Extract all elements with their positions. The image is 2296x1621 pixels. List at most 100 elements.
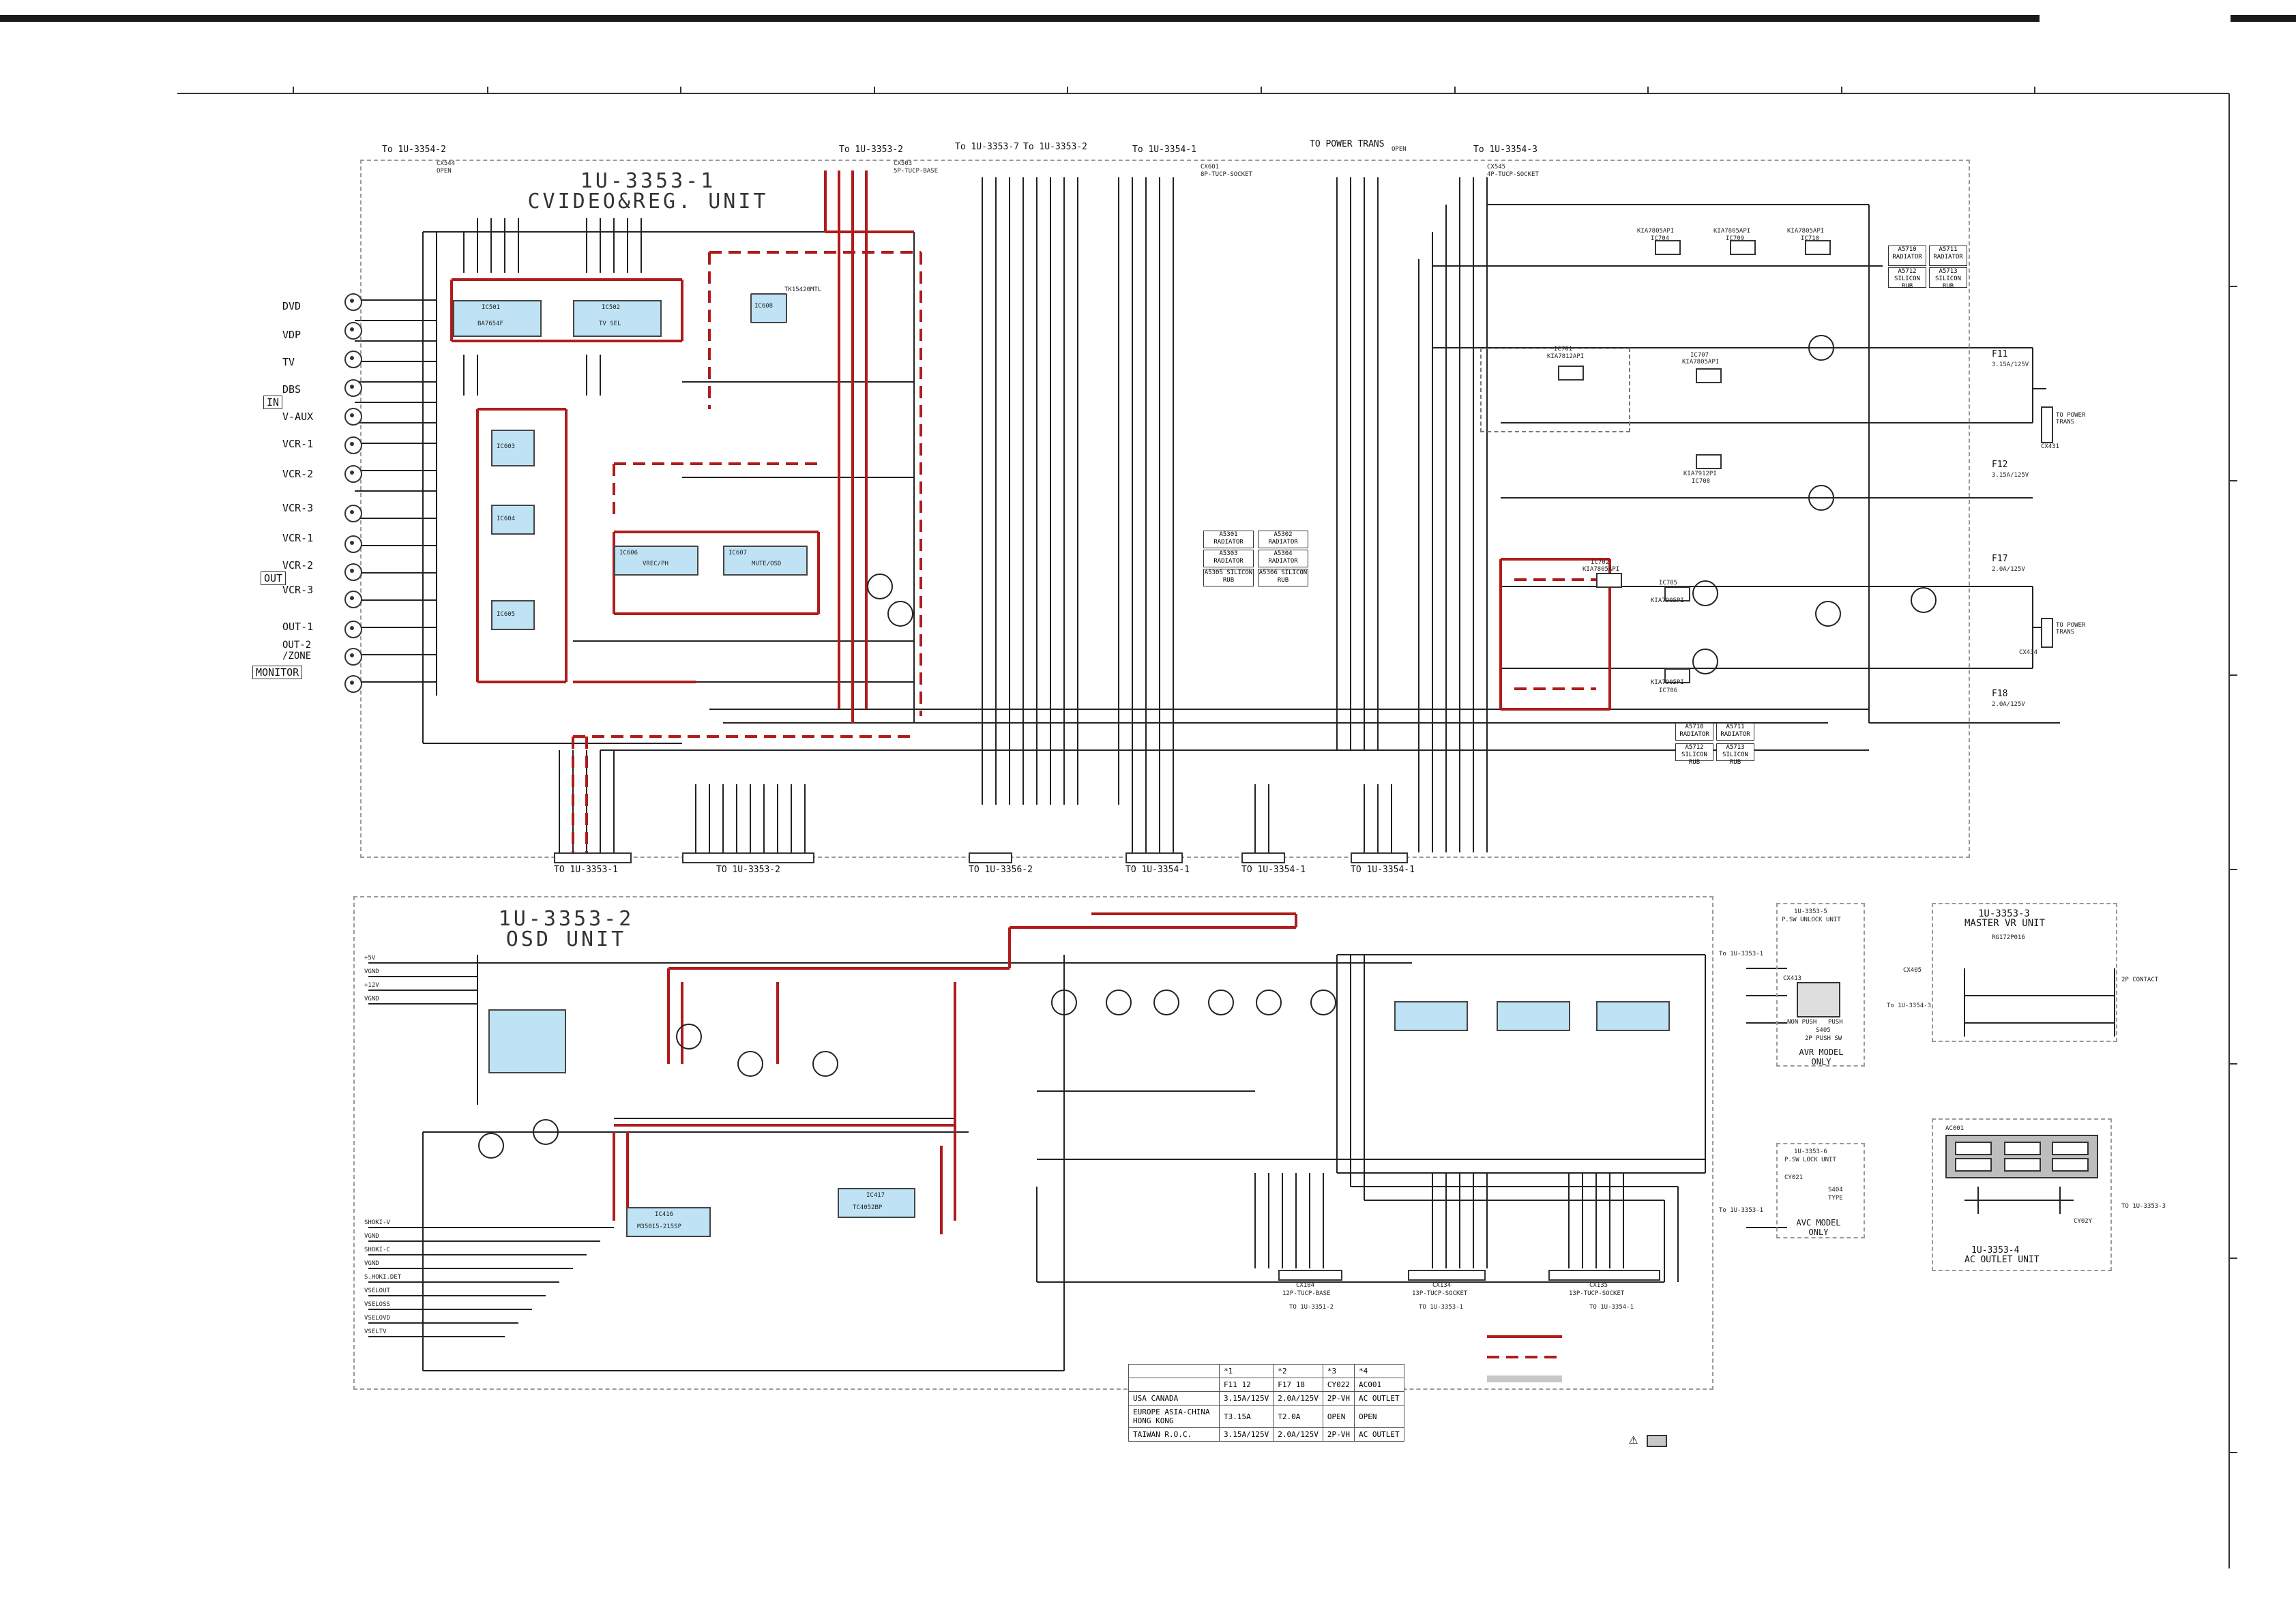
rca-jack-tv: [344, 351, 362, 368]
ic607-ref: IC607: [728, 550, 748, 556]
osd-left-label-10: VSELOUT: [364, 1288, 390, 1294]
regulator-ic706-part: KIA7905PI: [1651, 679, 1684, 686]
radiator-a5301: A5301 RADIATOR: [1203, 531, 1254, 548]
fuse-f17-rating: 2.0A/125V: [1992, 566, 2025, 573]
osd-unit-name: OSD UNIT: [505, 927, 627, 951]
fuse-f11-ref: F11: [1992, 349, 2008, 359]
osd-ic417-ref: IC417: [866, 1192, 885, 1199]
bottom-connector-cx542-target: TO 1U-3354-1: [1241, 865, 1306, 875]
regulator-ic710-part: KIA7805API: [1787, 228, 1825, 235]
ic502-part: TV SEL: [599, 321, 621, 327]
output-label-out: OUT: [261, 571, 286, 585]
spec-cell: 3.15A/125V: [1218, 1427, 1274, 1442]
osd-connector-cx135-name: CX135: [1589, 1282, 1608, 1289]
regulator-ic705-ref: IC705: [1659, 580, 1678, 586]
master-vr-unit-name: MASTER VR UNIT: [1964, 918, 2046, 929]
radiator-a5710-lower: A5710 RADIATOR: [1675, 723, 1713, 741]
bottom-connector-cx542: [1241, 852, 1285, 863]
spec-subheader-1: F11 12: [1218, 1378, 1274, 1392]
osd-ic-main-left: [488, 1009, 566, 1073]
osd-ic417: IC417 TC4052BP: [838, 1188, 915, 1218]
ic501-part: BA7654F: [477, 321, 503, 327]
regulator-ic709: [1730, 240, 1756, 255]
osd-connector-cx104-name: CX104: [1296, 1282, 1315, 1289]
pw-lock-unit-code: 1U-3353-6: [1794, 1148, 1827, 1155]
spec-cell: T3.15A: [1218, 1405, 1274, 1428]
rca-jack-vcr3-out: [344, 591, 362, 608]
top-border-bar-right: [2231, 15, 2296, 22]
ic604-ref: IC604: [497, 516, 516, 522]
fuse-f11-rating: 3.15A/125V: [1992, 361, 2029, 368]
pw-lock-target: To 1U-3353-1: [1719, 1207, 1764, 1214]
spec-header-3: *3: [1322, 1364, 1355, 1378]
top-connector-3-target: To 1U-3353-7: [955, 142, 1019, 152]
spec-cell: AC OUTLET: [1353, 1391, 1404, 1406]
radiator-a5711-lower: A5711 RADIATOR: [1716, 723, 1754, 741]
spec-header-1: *1: [1218, 1364, 1274, 1378]
osd-left-label-1: +5V: [364, 955, 376, 962]
spec-cell: 2P-VH: [1322, 1391, 1355, 1406]
radiator-a5713-lower: A5713 SILICON RUB: [1716, 743, 1754, 766]
spec-header-4: *4: [1353, 1364, 1404, 1378]
spec-cell: 2.0A/125V: [1273, 1427, 1323, 1442]
bottom-connector-cx504-target: TO 1U-3353-2: [716, 865, 780, 875]
input-label-vcr3-in: VCR-3: [282, 502, 314, 514]
spec-cell: USA CANADA: [1128, 1391, 1220, 1406]
rca-jack-out2: [344, 648, 362, 666]
top-connector-7-target: To 1U-3354-3: [1473, 145, 1537, 155]
output-label-monitor: MONITOR: [252, 666, 303, 679]
osd-connector-cx134-name: CX134: [1432, 1282, 1452, 1289]
osd-ic416: IC416 M35015-215SP: [626, 1207, 711, 1237]
rca-jack-vcr2-out: [344, 563, 362, 581]
bottom-connector-cx502-target: TO 1U-3354-1: [1125, 865, 1190, 875]
regulator-ic702-ref: IC702: [1591, 559, 1610, 566]
regulator-ic705: [1664, 586, 1690, 601]
top-connector-7-note: 4P-TUCP-SOCKET: [1487, 171, 1539, 178]
osd-ic416-part: M35015-215SP: [637, 1223, 682, 1230]
pw-lock-unit-frame: [1776, 1143, 1865, 1238]
fuse-f18: F18: [1992, 689, 2007, 699]
regulator-ic701: [1558, 366, 1584, 381]
rca-jack-out1: [344, 621, 362, 638]
rca-jack-vaux: [344, 408, 362, 426]
ic603: IC603: [491, 430, 535, 466]
osd-connector-cx104-type: 12P-TUCP-BASE: [1282, 1290, 1331, 1297]
regulator-ic709-part: KIA7805API: [1713, 228, 1751, 235]
regulator-ic701-part: KIA7812API: [1547, 353, 1585, 360]
regulator-ic710: [1805, 240, 1831, 255]
bottom-connector-cx505: [554, 852, 632, 863]
ac-outlet-socket-3: [2052, 1142, 2089, 1155]
input-label-vcr2-in: VCR-2: [282, 468, 314, 480]
fuse-f17: F17: [1992, 554, 2007, 564]
top-connector-6-target: TO POWER TRANS: [1310, 139, 1385, 149]
top-connector-4-target: To 1U-3353-2: [1023, 142, 1087, 152]
ac-outlet-socket-1: [1955, 1142, 1992, 1155]
radiator-group-right: A5710 RADIATOR A5711 RADIATOR A5712 SILI…: [1888, 246, 1970, 290]
regulator-subblock: [1480, 348, 1630, 432]
radiator-a5713: A5713 SILICON RUB: [1929, 267, 1967, 290]
regulator-ic702-part: KIA7805API: [1583, 566, 1620, 573]
osd-left-label-8: VGND: [364, 1260, 379, 1267]
spec-cell: AC OUTLET: [1353, 1427, 1404, 1442]
output-label-out1: OUT-1: [282, 621, 314, 633]
ac-outlet-socket-4: [1955, 1158, 1992, 1172]
top-connector-2-target: To 1U-3353-2: [839, 145, 903, 155]
pw-unlock-switch-desc: 2P PUSH SW: [1805, 1035, 1842, 1042]
top-connector-1-note: OPEN: [437, 168, 452, 175]
power-connector-cx431: [2041, 406, 2053, 443]
osd-unit-frame: [353, 896, 1713, 1390]
pw-unlock-unit-name: P.SW UNLOCK UNIT: [1782, 917, 1841, 923]
regulator-ic708-part: KIA7912PI: [1683, 471, 1717, 477]
osd-left-label-13: VSELTV: [364, 1328, 387, 1335]
spec-header-0: [1128, 1364, 1220, 1378]
regulator-ic707-ref: IC707: [1690, 352, 1709, 359]
regulator-ic704: [1655, 240, 1681, 255]
ac-outlet-unit-name: AC OUTLET UNIT: [1964, 1255, 2040, 1265]
master-vr-unit-code: 1U-3353-3: [1978, 908, 2030, 919]
regulator-ic709-ref: IC709: [1726, 235, 1745, 242]
video-reg-unit-code: 1U-3353-1: [580, 169, 716, 193]
bottom-connector-cx506: [969, 852, 1012, 863]
output-label-vcr1: VCR-1: [282, 532, 314, 544]
spec-cell: T2.0A: [1273, 1405, 1323, 1428]
input-label-in: IN: [263, 396, 283, 409]
